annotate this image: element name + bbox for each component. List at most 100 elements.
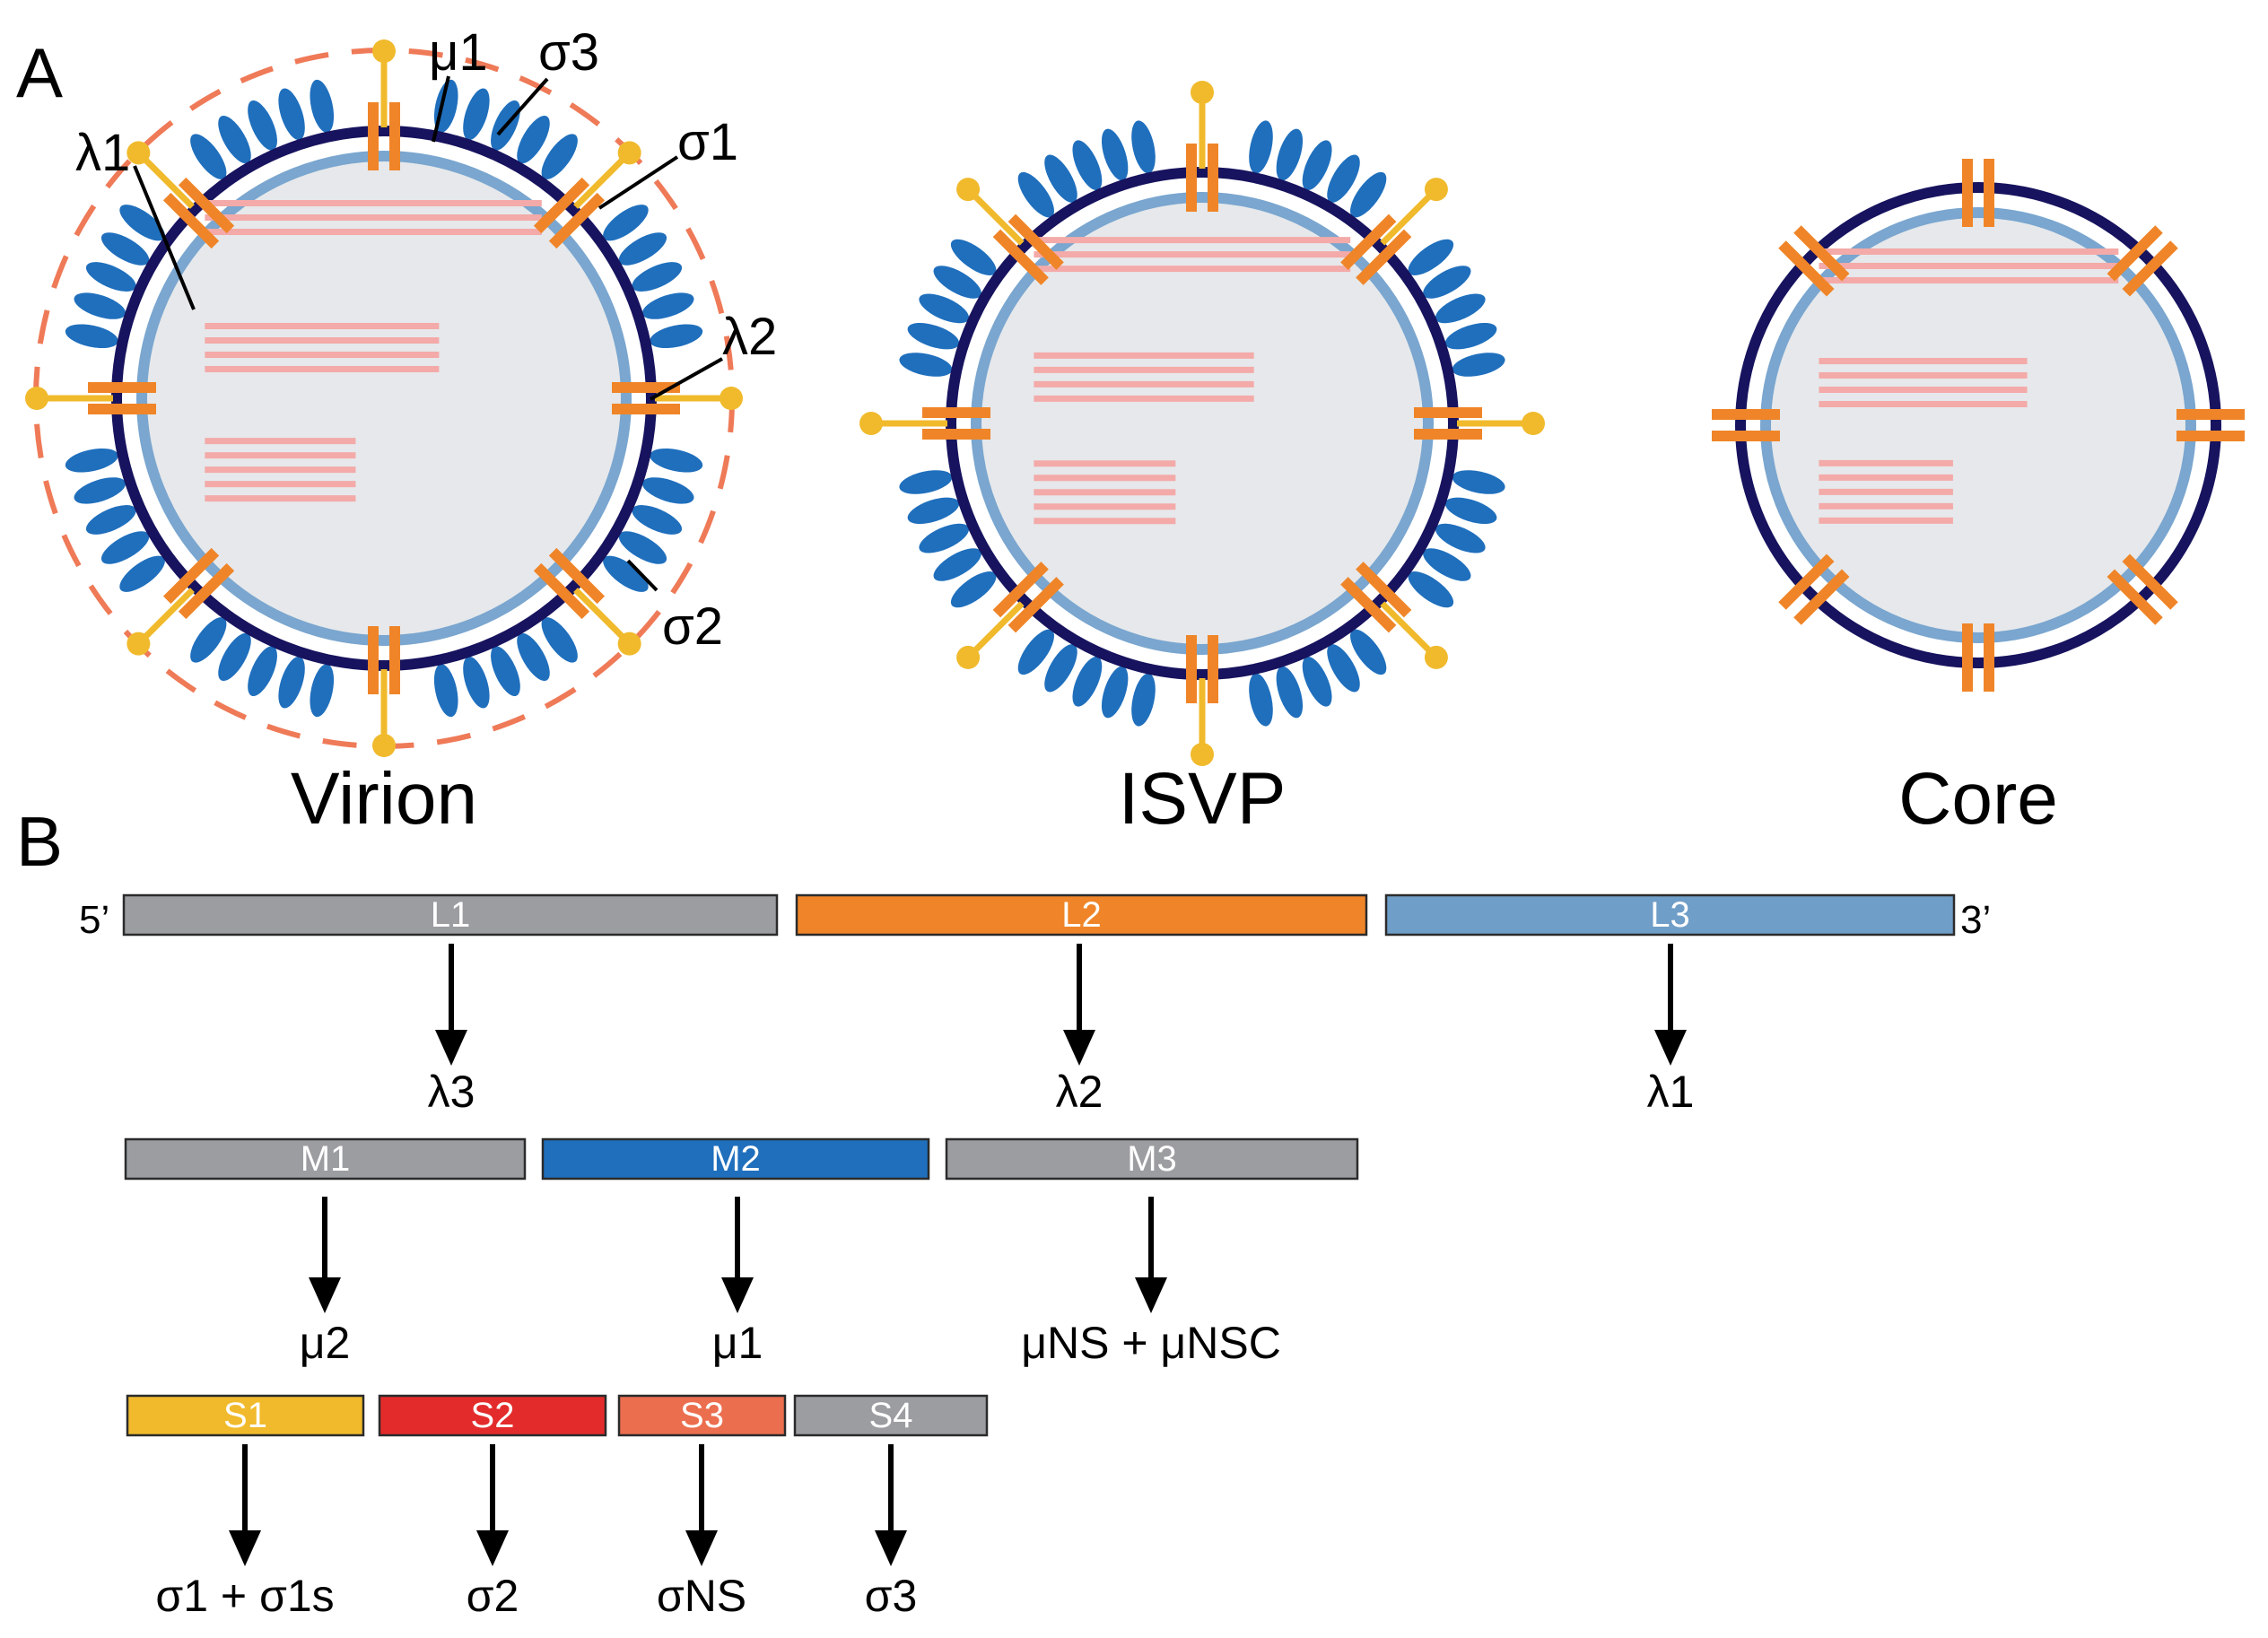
mu1-protein — [119, 555, 165, 592]
mu1-protein — [650, 324, 703, 349]
mu1-protein — [641, 477, 694, 504]
arrow-head — [685, 1530, 718, 1566]
mu1-protein — [74, 292, 126, 319]
mu1-protein — [517, 632, 550, 682]
lambda2-turret — [992, 562, 1049, 618]
particle-label-isvp: ISVP — [1119, 758, 1287, 840]
sigma1-head — [1424, 645, 1448, 669]
lambda2-turret — [1340, 577, 1397, 633]
segment-label: L1 — [431, 895, 471, 935]
inner-ring — [971, 192, 1434, 655]
particle-isvp — [859, 81, 1545, 766]
sigma1-head — [859, 412, 883, 435]
end-5-prime: 5’ — [79, 898, 109, 942]
sigma1-head — [126, 632, 151, 656]
segment-label: M2 — [711, 1139, 761, 1179]
lambda2-turret — [162, 547, 220, 605]
mu1-protein — [278, 88, 305, 141]
sigma1-head — [126, 141, 151, 165]
mu1-protein — [463, 88, 490, 141]
arrow-head — [1063, 1030, 1095, 1066]
mu1-protein — [1435, 293, 1486, 324]
mu1-protein — [1044, 644, 1077, 693]
mu1-protein — [1249, 673, 1273, 727]
mu1-protein — [650, 448, 703, 473]
lambda2-turret — [1340, 213, 1397, 270]
arrow-head — [229, 1530, 261, 1566]
mu1-protein — [248, 100, 277, 151]
mu1-protein — [1423, 548, 1471, 581]
sigma1-head — [1522, 412, 1545, 435]
sigma1-head — [1191, 81, 1214, 104]
mu1-protein — [119, 205, 165, 241]
mu1-protein — [278, 656, 305, 709]
mu1-protein — [517, 115, 550, 164]
lambda2-turret — [1793, 225, 1850, 282]
mu1-protein — [1423, 266, 1471, 299]
segment-bar — [541, 1137, 930, 1181]
protein-product: μ2 — [300, 1318, 351, 1368]
mu1-protein — [541, 134, 578, 179]
arrow-head — [309, 1277, 341, 1313]
mu1-protein — [919, 523, 970, 553]
mu1-protein — [950, 571, 997, 608]
mu1-protein — [1302, 656, 1332, 707]
lambda2-turret — [548, 547, 606, 605]
mu1-protein — [641, 292, 694, 319]
sigma1-fiber — [573, 588, 632, 647]
mu1-protein — [1444, 322, 1497, 350]
mu1-protein — [907, 322, 960, 350]
sigma1-fiber — [965, 601, 1025, 660]
sigma1-fiber — [1380, 601, 1439, 660]
lambda2-turret — [2107, 569, 2163, 625]
lambda2-turret — [1008, 213, 1064, 270]
callout-sigma2: σ2 — [662, 597, 723, 656]
sigma1-head — [956, 178, 981, 202]
protein-product: λ3 — [428, 1067, 475, 1117]
sigma1-fiber — [135, 150, 195, 209]
mu1-protein — [218, 115, 251, 164]
core-interior — [976, 197, 1428, 649]
segment-bar — [945, 1137, 1359, 1181]
mu1-protein — [632, 262, 683, 292]
mu1-protein — [1249, 120, 1273, 174]
lambda2-turret — [533, 177, 590, 234]
particle-label-core: Core — [1898, 758, 2058, 840]
mu1-protein — [1408, 571, 1454, 608]
callout-line-sigma1 — [598, 155, 679, 210]
segment-bar — [122, 893, 779, 937]
segment-bar — [793, 1394, 989, 1437]
mu1-protein — [1101, 666, 1129, 719]
protein-product: σNS — [657, 1571, 746, 1621]
lambda2-turret — [1778, 240, 1835, 297]
mu1-protein — [1350, 171, 1387, 218]
segment-label: L3 — [1650, 895, 1690, 935]
sigma1-fiber — [573, 150, 632, 209]
virion-callouts — [133, 75, 723, 592]
protein-product: σ1 + σ1s — [155, 1571, 334, 1621]
protein-product: λ1 — [1647, 1067, 1695, 1117]
mu1-protein — [603, 205, 649, 241]
particle-virion — [25, 39, 743, 757]
callout-lambda2: λ2 — [722, 308, 777, 366]
mu1-protein — [618, 232, 667, 266]
sigma1-head — [956, 645, 981, 669]
mu1-protein — [491, 646, 520, 697]
mu1-protein — [933, 266, 981, 299]
segment-bar — [617, 1394, 787, 1437]
mu1-protein — [218, 632, 251, 682]
lambda2-turret — [2122, 240, 2178, 297]
genome-lines — [1034, 237, 1351, 525]
end-3-prime: 3’ — [1960, 898, 1991, 942]
segment-bar — [124, 1137, 527, 1181]
mu1-protein — [1017, 171, 1054, 218]
segment-l3: L3 λ1 — [1384, 893, 1956, 1117]
segment-label: M1 — [301, 1139, 351, 1179]
arrow-head — [1654, 1030, 1687, 1066]
particles-group — [25, 39, 2245, 766]
segment-label: S1 — [223, 1396, 267, 1435]
